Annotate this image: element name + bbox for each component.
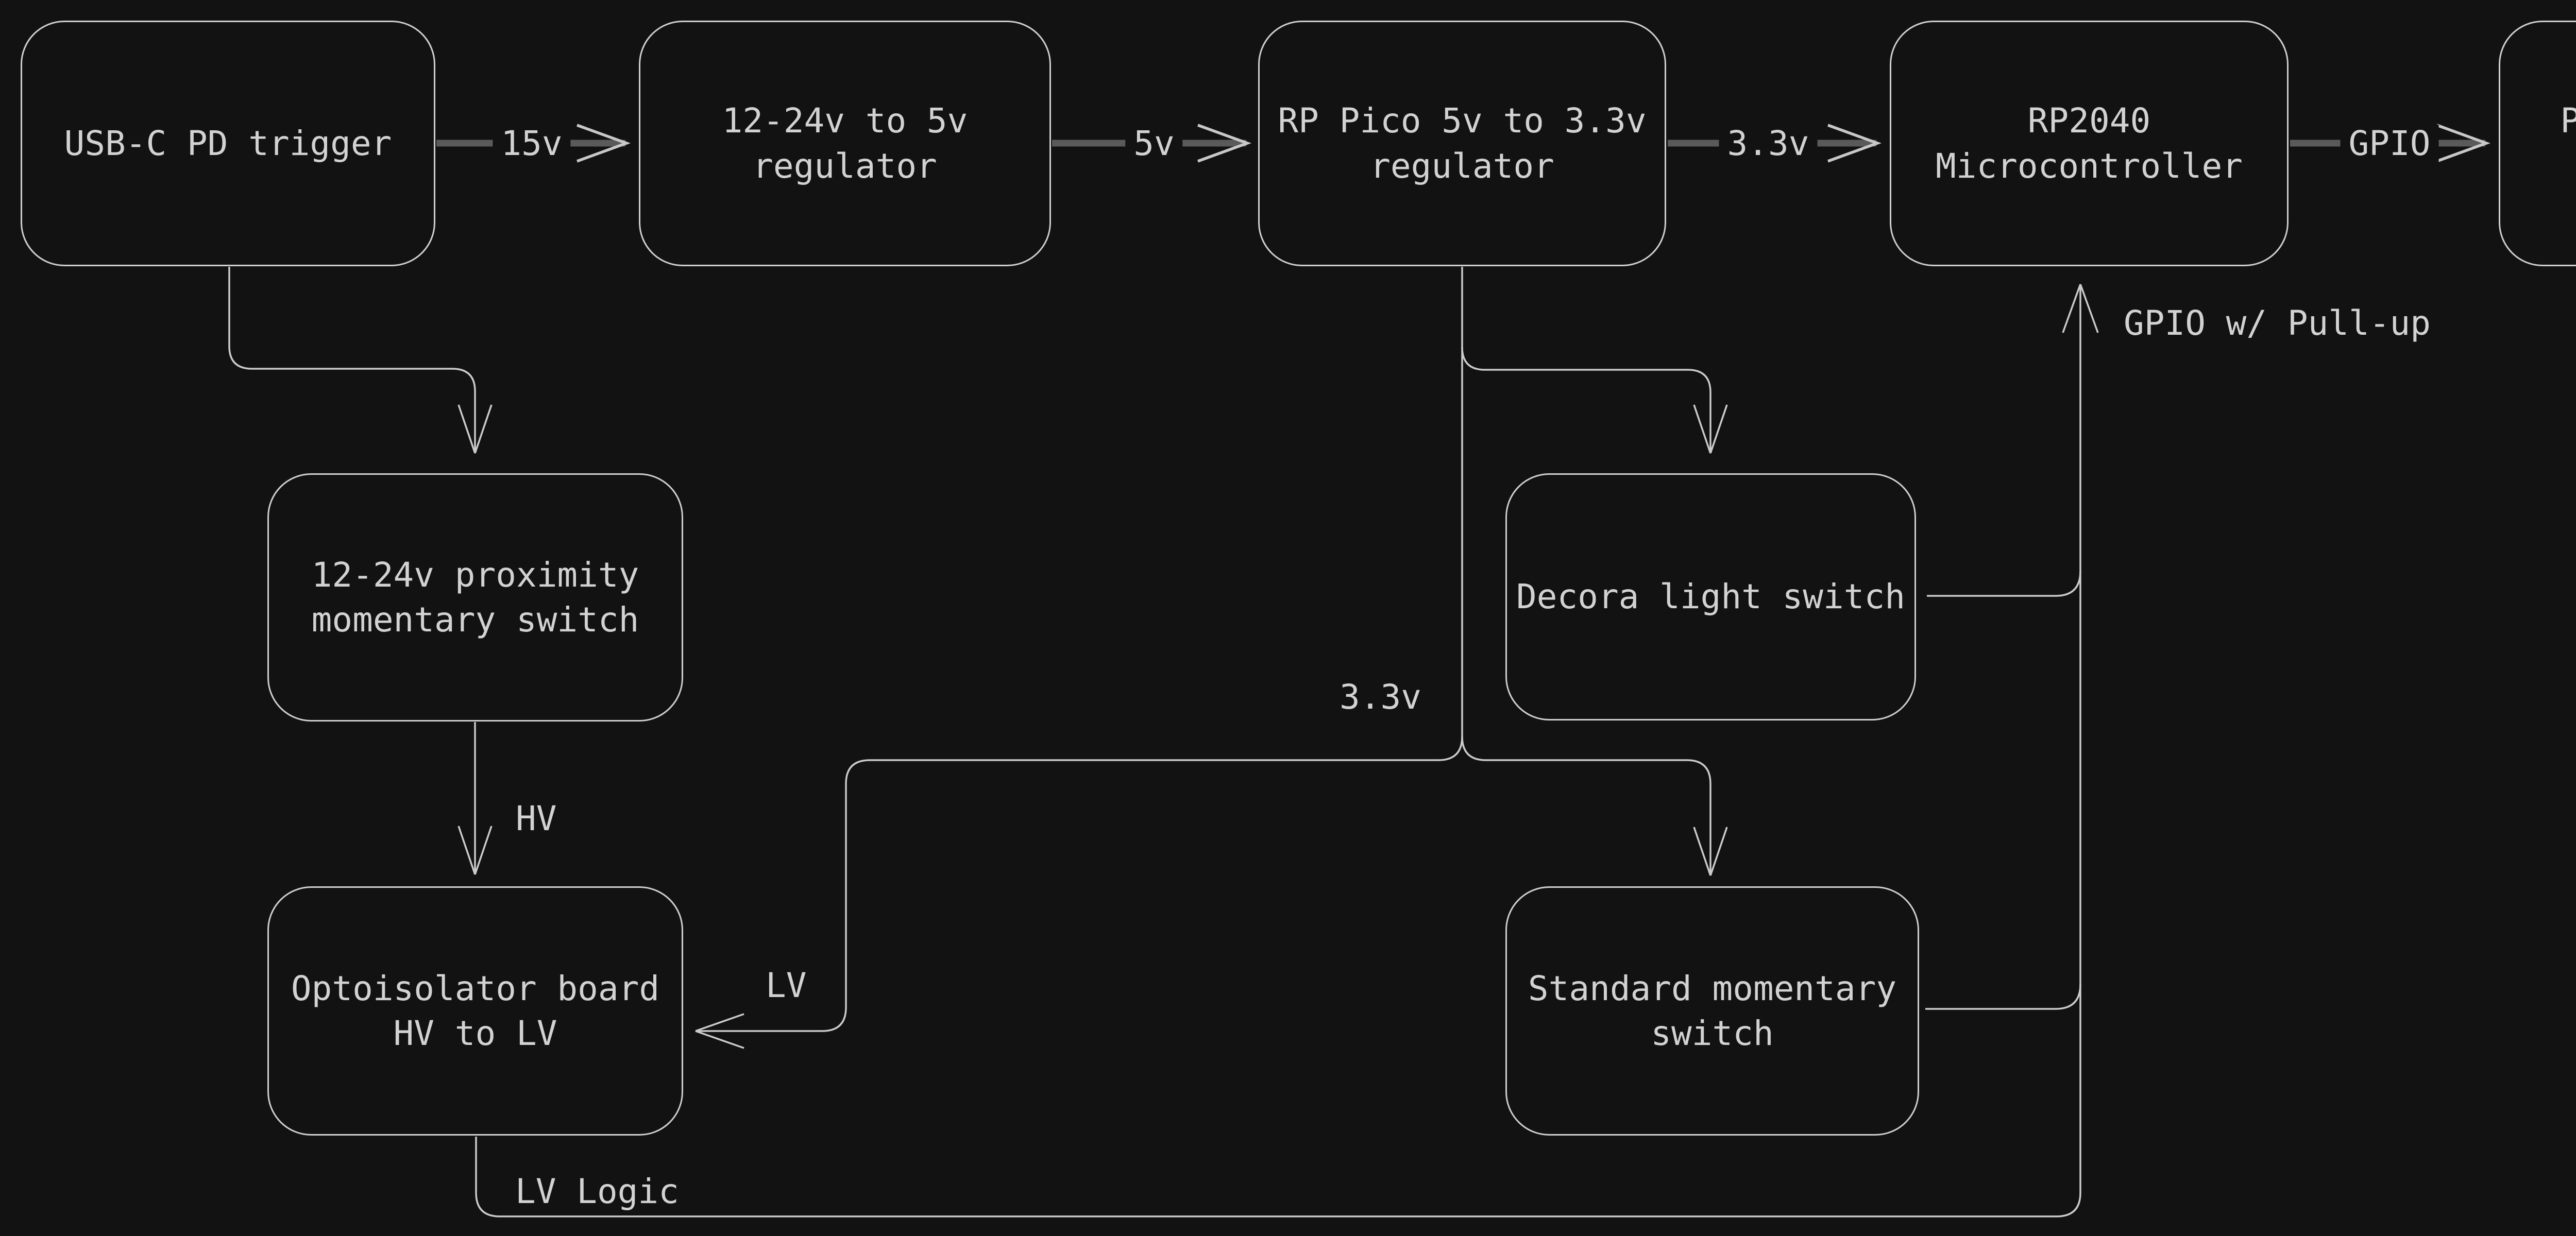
edge-label-15v: 15v	[493, 125, 571, 163]
node-optoisolator-board-hv-to-lv: Optoisolator board HV to LV	[267, 886, 683, 1136]
edge-label-3v3-mid: 3.3v	[1340, 677, 1421, 717]
node-rp-pico-5v-to-3v3-regulator: RP Pico 5v to 3.3v regulator	[1258, 21, 1666, 266]
node-12-24v-proximity-momentary-switch: 12-24v proximity momentary switch	[267, 473, 683, 722]
edge-pico-to-optoisolator-line	[696, 736, 1463, 1032]
edge-label-lv: LV	[766, 966, 807, 1005]
edge-pico-to-decora-arrowhead	[1693, 404, 1728, 454]
node-usb-c-pd-trigger: USB-C PD trigger	[21, 21, 435, 266]
edge-label-hv: HV	[516, 799, 557, 838]
edge-pico-to-optoisolator-arrowhead	[695, 1013, 744, 1049]
edge-pico-to-standard-arrowhead	[1693, 827, 1728, 876]
edge-standard-to-rp2040-line	[1925, 984, 2081, 1010]
edge-proximity-to-optoisolator-arrowhead	[457, 826, 493, 875]
edge-optoisolator-to-rp2040-arrowhead	[2062, 284, 2099, 333]
node-rp2040-microcontroller: RP2040 Microcontroller	[1890, 21, 2289, 266]
node-12-24v-to-5v-regulator: 12-24v to 5v regulator	[639, 21, 1051, 266]
node-piezo-electric-buzzers: Piezo-electric buzzers	[2499, 21, 2576, 266]
node-standard-momentary-switch: Standard momentary switch	[1505, 886, 1919, 1136]
node-decora-light-switch: Decora light switch	[1505, 473, 1916, 720]
edge-decora-to-rp2040-line	[1927, 571, 2081, 597]
edge-label-gpio: GPIO	[2340, 125, 2439, 163]
edge-rp2040-to-piezo-arrowhead	[2436, 124, 2491, 163]
edge-pico-to-standard-line	[1461, 736, 1711, 874]
edge-usb-to-proximity-arrowhead	[457, 404, 493, 454]
edge-label-3v3-top: 3.3v	[1719, 125, 1818, 163]
edge-pico-to-decora-line	[1461, 347, 1711, 452]
edge-optoisolator-to-rp2040-line	[475, 284, 2081, 1217]
edge-pico-to-rp2040-arrowhead	[1827, 124, 1882, 163]
edge-label-gpio-with-pullup: GPIO w/ Pull-up	[2124, 303, 2431, 343]
edge-label-lv-logic: LV Logic	[515, 1172, 679, 1211]
edge-regulator-to-pico-arrowhead	[1197, 124, 1252, 163]
edge-label-5v: 5v	[1125, 125, 1183, 163]
edge-usb-to-proximity-line	[228, 267, 476, 452]
edge-usb-to-regulator-arrowhead	[577, 124, 631, 163]
